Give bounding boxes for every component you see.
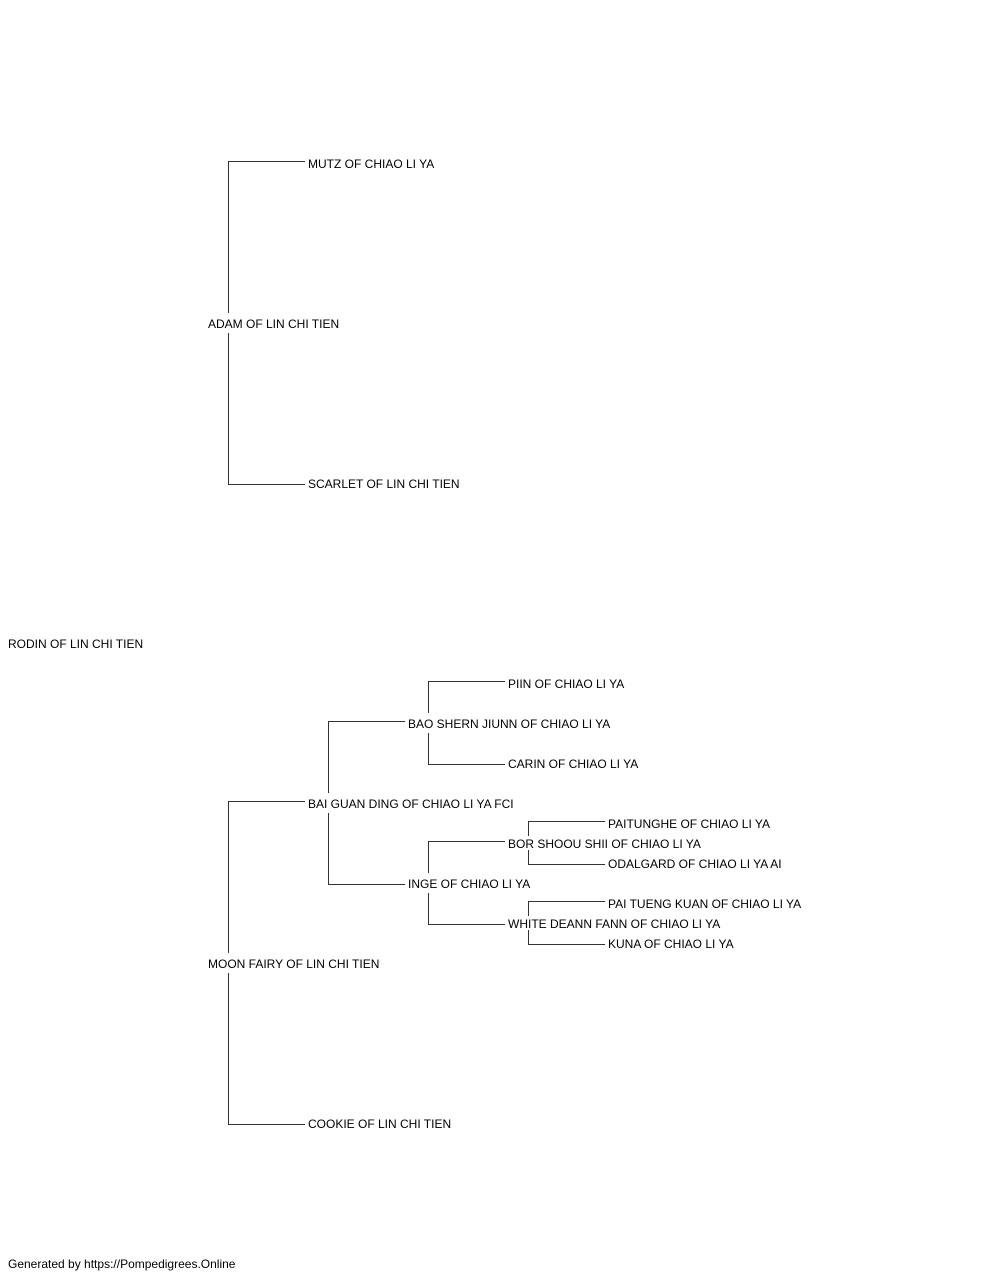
maternal-granddam-name: COOKIE OF LIN CHI TIEN <box>308 1117 452 1131</box>
paternal-granddam-name: SCARLET OF LIN CHI TIEN <box>308 477 460 491</box>
bracket-bai-guan-ding-lower <box>328 813 405 885</box>
sire-name: ADAM OF LIN CHI TIEN <box>208 317 340 331</box>
ancestor-paitunghe: PAITUNGHE OF CHIAO LI YA <box>608 817 771 831</box>
ancestor-pai-tueng-kuan: PAI TUENG KUAN OF CHIAO LI YA <box>608 897 802 911</box>
bracket-white-deann-fann-upper <box>528 901 605 916</box>
bracket-bor-shoou-shii-lower <box>528 850 605 865</box>
bracket-bai-guan-ding-upper <box>328 721 405 793</box>
subject-dog-name: RODIN OF LIN CHI TIEN <box>8 637 144 651</box>
ancestor-piin: PIIN OF CHIAO LI YA <box>508 677 625 691</box>
ancestor-odalgard: ODALGARD OF CHIAO LI YA AI <box>608 857 782 871</box>
bracket-bao-shern-jiunn-lower <box>428 733 505 765</box>
bracket-adam-lower <box>228 333 305 485</box>
bracket-moon-fairy-upper <box>228 801 305 953</box>
ancestor-kuna: KUNA OF CHIAO LI YA <box>608 937 734 951</box>
ancestor-bor-shoou-shii: BOR SHOOU SHII OF CHIAO LI YA <box>508 837 701 851</box>
ancestor-inge: INGE OF CHIAO LI YA <box>408 877 531 891</box>
generated-by-footer: Generated by https://Pompedigrees.Online <box>8 1257 236 1271</box>
bracket-bor-shoou-shii-upper <box>528 821 605 836</box>
ancestor-white-deann-fann: WHITE DEANN FANN OF CHIAO LI YA <box>508 917 721 931</box>
bracket-bao-shern-jiunn-upper <box>428 681 505 713</box>
bracket-inge-lower <box>428 893 505 925</box>
maternal-grandsire-name: BAI GUAN DING OF CHIAO LI YA FCI <box>308 797 514 811</box>
ancestor-bao-shern-jiunn: BAO SHERN JIUNN OF CHIAO LI YA <box>408 717 611 731</box>
bracket-adam-upper <box>228 161 305 313</box>
dam-name: MOON FAIRY OF LIN CHI TIEN <box>208 957 380 971</box>
bracket-moon-fairy-lower <box>228 973 305 1125</box>
ancestor-carin: CARIN OF CHIAO LI YA <box>508 757 639 771</box>
bracket-inge-upper <box>428 841 505 873</box>
paternal-grandsire-name: MUTZ OF CHIAO LI YA <box>308 157 435 171</box>
bracket-white-deann-fann-lower <box>528 930 605 945</box>
